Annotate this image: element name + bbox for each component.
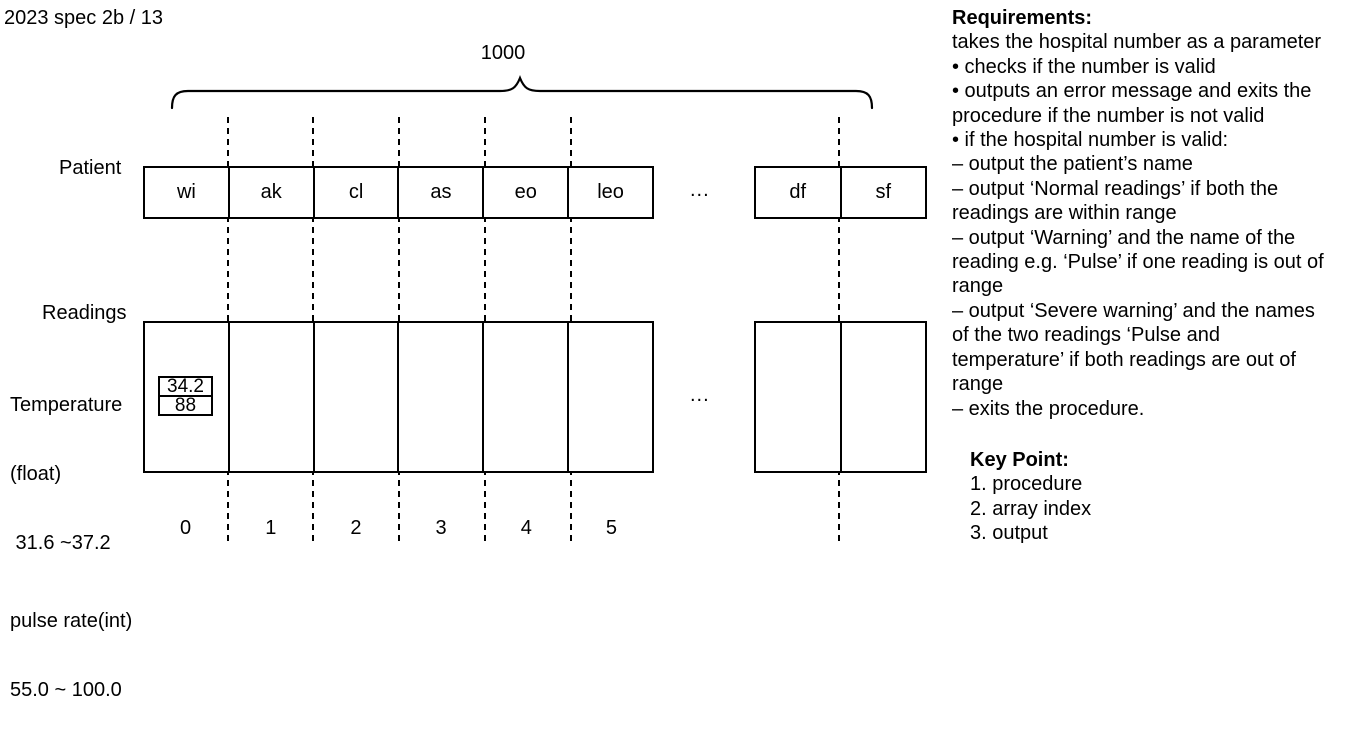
requirement-line: – output the patient’s name [952, 153, 1193, 176]
requirement-line: – output ‘Severe warning’ and the names [952, 299, 1315, 322]
requirement-line: readings are within range [952, 202, 1177, 225]
requirement-line: – output ‘Normal readings’ if both the [952, 177, 1279, 200]
readings-cell [315, 323, 400, 471]
patient-cell: eo [484, 168, 570, 217]
requirements-heading: Requirements: [952, 7, 1093, 29]
patient-cell: leo [597, 181, 624, 203]
requirement-line: range [952, 275, 1004, 298]
patient-cell: ak [230, 168, 315, 217]
pulse-value-box: 88 [158, 395, 213, 416]
array-capacity-label: 1000 [480, 42, 526, 64]
readings-cell [842, 323, 926, 471]
pulse-rate-range-label: 55.0 ~ 100.0 [10, 679, 122, 701]
patient-cell: sf [875, 181, 892, 203]
reading-value-stack: 34.2 88 [158, 376, 213, 416]
readings-cell [484, 323, 570, 471]
patient-array: wi ak cl as eo leo [143, 166, 654, 219]
array-index: 4 [520, 517, 532, 539]
page-title: 2023 spec 2b / 13 [4, 7, 164, 29]
readings-array: 34.2 88 [143, 321, 654, 473]
requirement-line: • outputs an error message and exits the [952, 80, 1312, 103]
array-index: 0 [180, 517, 192, 539]
patient-cell: cl [315, 168, 400, 217]
key-point-item: 2. array index [970, 497, 1092, 520]
patient-cell: wi [145, 168, 230, 217]
readings-cell [569, 323, 652, 471]
requirement-line: of the two readings ‘Pulse and [952, 324, 1220, 347]
requirement-line: temperature’ if both readings are out of [952, 348, 1296, 371]
key-point-block: Key Point: 1. procedure 2. array index 3… [970, 448, 1352, 546]
array-index: 5 [605, 517, 617, 539]
readings-field-labels: Temperature (float) 31.6 ~37.2 pulse rat… [10, 348, 132, 748]
readings-cell [230, 323, 315, 471]
temperature-type-label: (float) [10, 463, 62, 485]
readings-cell [399, 323, 485, 471]
pulse-rate-label: pulse rate(int) [10, 610, 133, 632]
temperature-label: Temperature [10, 394, 123, 416]
key-point-item: 1. procedure [970, 473, 1083, 496]
requirement-line: range [952, 373, 1004, 396]
readings-cell: 34.2 88 [145, 323, 230, 471]
temperature-range-label: 31.6 ~37.2 [10, 532, 111, 554]
patient-array-ellipsis: ... [690, 179, 710, 201]
patient-array-label: Patient [59, 157, 122, 179]
readings-cell [756, 323, 842, 471]
requirement-line: • if the hospital number is valid: [952, 129, 1229, 152]
readings-array-label: Readings [42, 302, 127, 324]
array-index: 2 [350, 517, 362, 539]
patient-array-tail: df sf [754, 166, 927, 219]
requirements-panel: Requirements: takes the hospital number … [952, 6, 1352, 546]
requirement-line: – exits the procedure. [952, 397, 1145, 420]
temperature-value-box: 34.2 [158, 376, 213, 397]
key-point-item: 3. output [970, 522, 1048, 545]
key-point-heading: Key Point: [970, 448, 1069, 471]
readings-array-tail [754, 321, 927, 473]
array-index-row: 0 1 2 3 4 5 [143, 517, 654, 540]
readings-array-ellipsis: ... [690, 384, 710, 406]
patient-cell: df [756, 168, 842, 217]
array-index: 3 [435, 517, 447, 539]
requirement-line: procedure if the number is not valid [952, 104, 1265, 127]
brace-icon [170, 75, 874, 110]
requirement-line: takes the hospital number as a parameter [952, 31, 1322, 54]
patient-cell: as [399, 168, 485, 217]
requirement-line: reading e.g. ‘Pulse’ if one reading is o… [952, 251, 1324, 274]
array-index: 1 [265, 517, 277, 539]
requirement-line: • checks if the number is valid [952, 55, 1216, 78]
exam-spec-diagram-page: 2023 spec 2b / 13 1000 Patient wi ak cl … [4, 6, 1352, 701]
requirement-line: – output ‘Warning’ and the name of the [952, 226, 1296, 249]
